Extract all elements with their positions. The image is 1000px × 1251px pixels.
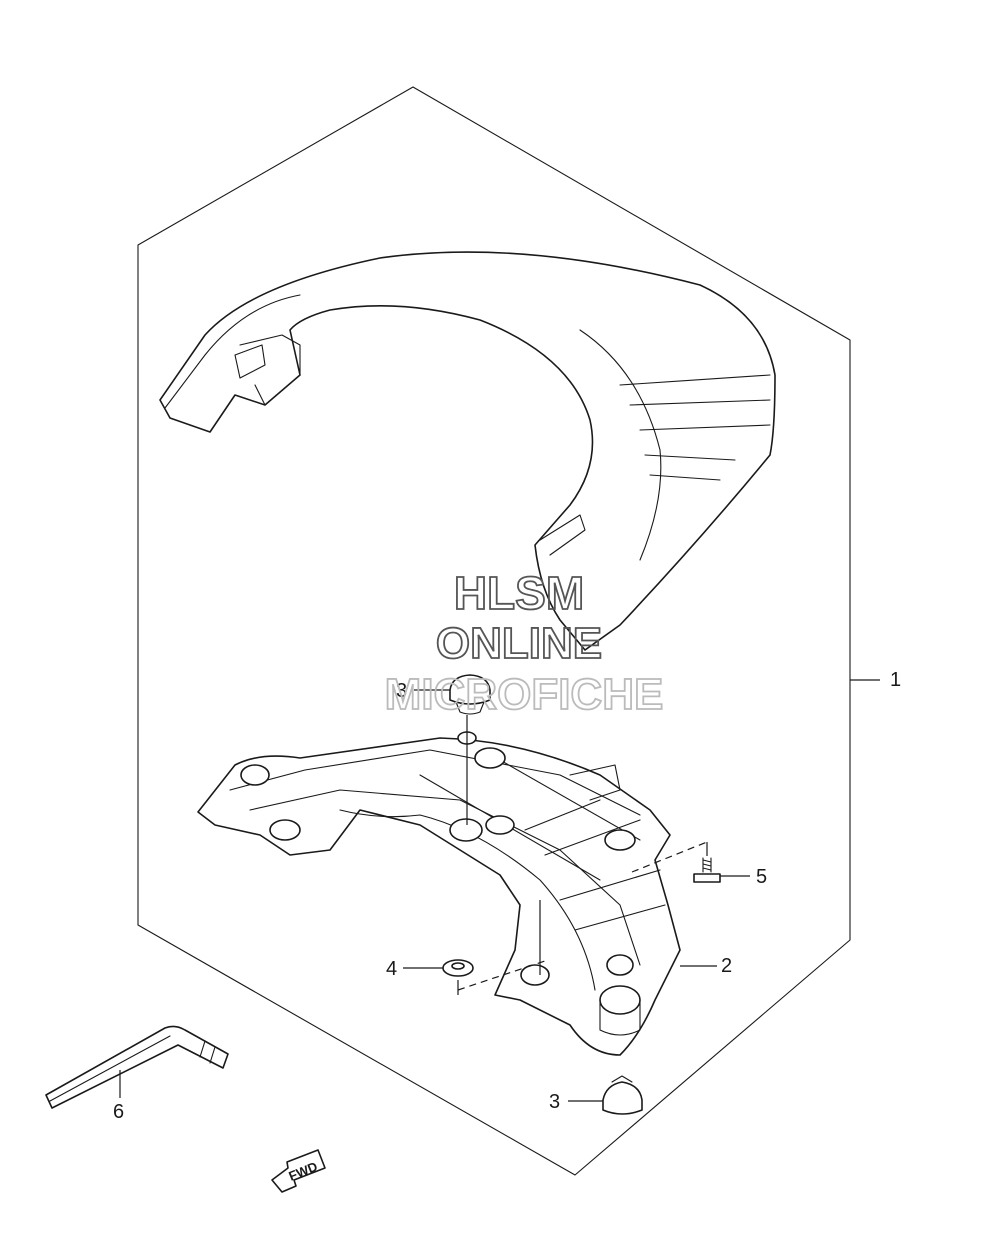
callout-3-top: 3 bbox=[396, 680, 407, 702]
callout-6: 6 bbox=[113, 1101, 124, 1123]
callout-4: 4 bbox=[386, 958, 397, 980]
assembly-line-washer bbox=[457, 959, 549, 991]
assembly-line-bolt bbox=[631, 841, 708, 873]
watermark-line-3: MICROFICHE bbox=[385, 670, 664, 719]
forward-direction-arrow: FWD bbox=[271, 1149, 326, 1193]
callout-3-bottom: 3 bbox=[549, 1091, 560, 1113]
callout-5: 5 bbox=[756, 866, 767, 888]
seat-cowl bbox=[159, 251, 776, 651]
seat-base-frame bbox=[197, 731, 681, 1056]
hex-wrench bbox=[45, 1025, 229, 1109]
bolt bbox=[693, 857, 721, 883]
grommet-upper bbox=[449, 674, 491, 715]
grommet-lower bbox=[602, 1075, 643, 1115]
watermark: HLSM ONLINE MICROFICHE bbox=[384, 566, 664, 720]
callout-1: 1 bbox=[890, 669, 901, 691]
kit-boundary-outline bbox=[137, 86, 851, 1176]
callout-2: 2 bbox=[721, 955, 732, 977]
washer bbox=[442, 959, 474, 977]
watermark-line-1: HLSM bbox=[454, 567, 584, 619]
watermark-line-2: ONLINE bbox=[436, 619, 602, 668]
